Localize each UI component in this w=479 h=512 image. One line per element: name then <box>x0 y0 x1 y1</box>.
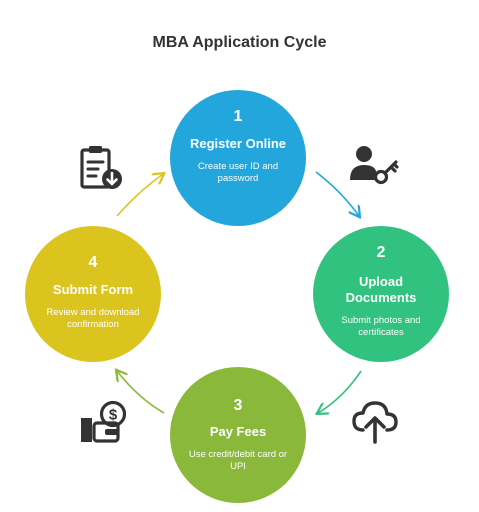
user-key-icon <box>350 146 399 185</box>
wallet-dollar-icon: $ <box>81 400 127 443</box>
step-title: Upload Documents <box>345 274 417 305</box>
arrow-1-to-2 <box>315 171 359 216</box>
diagram-title: MBA Application Cycle <box>152 34 327 51</box>
clipboard-download-icon <box>80 146 122 189</box>
step-number: 2 <box>376 244 386 261</box>
step-number: 3 <box>233 397 243 414</box>
step-number: 4 <box>88 254 98 271</box>
arrow-3-to-4 <box>117 371 165 414</box>
step-title: Pay Fees <box>209 424 267 439</box>
step-number: 1 <box>233 108 243 125</box>
step-description: Review and download confirmation <box>46 307 140 330</box>
step-title: Register Online <box>189 136 287 151</box>
arrow-2-to-3 <box>318 370 362 413</box>
step-upload-documents: 2 Upload Documents Submit photos and cer… <box>313 226 449 362</box>
step-submit-form: 4 Submit Form Review and download confir… <box>25 226 161 362</box>
step-description: Create user ID and password <box>197 161 279 184</box>
arrow-4-to-1 <box>116 174 163 217</box>
step-description: Submit photos and certificates <box>341 315 421 338</box>
cloud-upload-icon <box>352 401 398 444</box>
step-title: Submit Form <box>52 282 134 297</box>
step-pay-fees: 3 Pay Fees Use credit/debit card or UPI <box>170 367 306 503</box>
svg-text:$: $ <box>109 407 118 424</box>
step-register-online: 1 Register Online Create user ID and pas… <box>170 90 306 226</box>
step-description: Use credit/debit card or UPI <box>188 449 288 472</box>
